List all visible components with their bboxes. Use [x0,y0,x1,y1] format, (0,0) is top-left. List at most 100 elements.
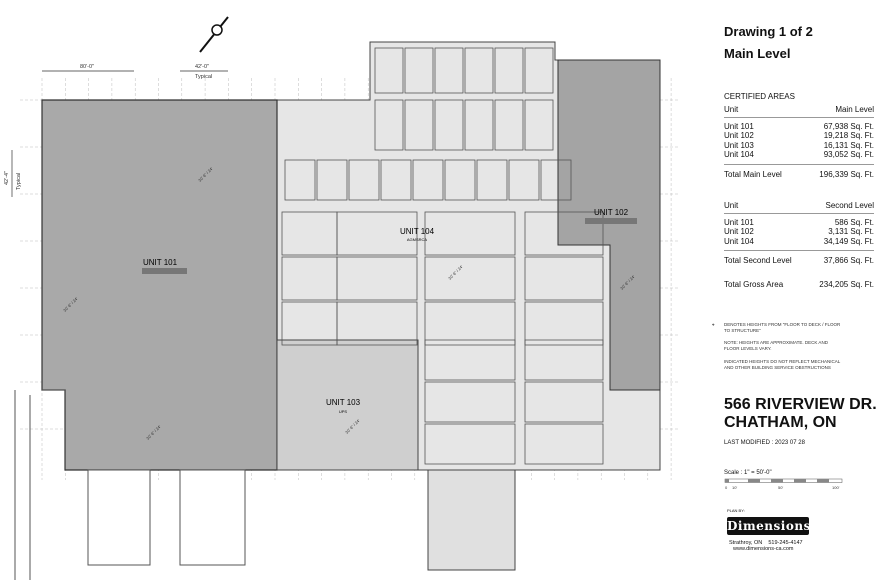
unit-area: 3,131 Sq. Ft. [828,227,874,236]
room [316,159,348,201]
address-line2: CHATHAM, ON [724,414,837,431]
table-row: Unit 104 93,052 Sq. Ft. [724,150,874,160]
room [336,211,418,256]
unit-area: 93,052 Sq. Ft. [823,150,874,159]
company-website: www.dimensions-ca.com [733,546,794,552]
room [464,99,494,151]
room [524,339,604,381]
table-row: Unit 101 67,938 Sq. Ft. [724,122,874,132]
room [336,256,418,301]
room [424,211,516,256]
total-value: 37,866 Sq. Ft. [823,256,874,265]
unit-name: Unit 101 [724,121,754,131]
scale-tick: 10' [732,485,737,490]
total-value: 196,339 Sq. Ft. [819,169,874,179]
room [374,99,404,151]
dim-bay2: 42'-0" [195,64,209,70]
gross-label: Total Gross Area [724,279,784,289]
total-row: Total Second Level 37,866 Sq. Ft. [724,250,874,266]
gross-row: Total Gross Area 234,205 Sq. Ft. [724,280,874,290]
north-arrow-icon [199,16,229,53]
unit-101-area [41,99,278,471]
company-contact: Strathroy, ON 519-245-4147 www.dimension… [729,540,849,552]
unit-101-label: UNIT 101 [143,258,178,267]
unit-area: 16,131 Sq. Ft. [823,140,874,150]
room [348,159,380,201]
company-city: Strathroy, ON [729,540,763,546]
col-unit: Unit [724,105,739,114]
note-heights: DENOTES HEIGHTS FROM "FLOOR TO DECK / FL… [724,322,841,333]
table-row: Unit 104 34,149 Sq. Ft. [724,237,874,247]
unit-103-label: UNIT 103 [326,398,361,407]
room [424,301,516,346]
unit-104-tenant: AGMSRCA [407,237,428,242]
room [404,47,434,94]
dim-typical-vert: Typical [16,173,22,190]
last-modified: LAST MODIFIED : 2023 07 28 [724,440,805,446]
unit-103-tenant: UPS [339,409,348,414]
total-label: Total Second Level [724,256,792,265]
room [524,211,604,256]
room [524,256,604,301]
room [524,47,554,94]
room [524,381,604,423]
unit-name: Unit 102 [724,227,754,236]
room [424,381,516,423]
drawing-level: Main Level [724,46,791,61]
unit-102-area [557,59,661,391]
room [434,47,464,94]
unit-area: 67,938 Sq. Ft. [823,121,874,131]
company-phone: 519-245-4147 [768,540,803,546]
unit-area: 586 Sq. Ft. [834,217,874,227]
unit-name: Unit 104 [724,236,754,246]
plan-by-label: PLAN BY: [727,508,745,513]
room [524,301,604,346]
room [476,159,508,201]
unit-name: Unit 101 [724,217,754,227]
room [284,159,316,201]
room [380,159,412,201]
dim-vert: 42'-4" [4,171,10,185]
room [424,423,516,465]
room [494,99,524,151]
address-line1: 566 RIVERVIEW DR. [724,396,877,413]
certified-areas-heading: CERTIFIED AREAS [724,92,795,101]
room [524,99,554,151]
unit-103-area [276,339,419,471]
left-yard [14,389,65,580]
loading-dock [179,469,246,566]
scale-tick: 100' [832,485,840,490]
unit-102-label: UNIT 102 [594,208,629,217]
note-approx: NOTE: HEIGHTS ARE APPROXIMATE. DECK AND … [724,340,828,351]
room [424,256,516,301]
room [540,159,572,201]
total-row: Total Main Level 196,339 Sq. Ft. [724,163,874,180]
room [412,159,444,201]
gross-value: 234,205 Sq. Ft. [819,279,874,289]
unit-area: 19,218 Sq. Ft. [823,131,874,140]
total-label: Total Main Level [724,169,782,179]
scale-bar: 0 10' 50' 100' [724,478,843,490]
floor-plan: UNIT 101 UNIT 102 UNIT 103 UPS UNIT 104 … [4,16,680,580]
dimensions-logo: Dimensions [727,517,811,535]
unit-area: 34,149 Sq. Ft. [823,236,874,246]
unit-104-label: UNIT 104 [400,227,435,236]
loading-dock [87,469,151,566]
col-second-level: Second Level [825,201,874,210]
room [424,339,516,381]
unit-name: Unit 104 [724,150,754,159]
scale-tick: 0 [725,485,728,490]
room [374,47,404,94]
dim-typical: Typical [195,74,212,80]
scale-tick: 50' [778,485,783,490]
table-row: Unit 102 3,131 Sq. Ft. [724,227,874,237]
bottom-annex [427,469,516,571]
table-row: Unit 101 586 Sq. Ft. [724,218,874,228]
office-rooms [281,47,604,465]
room [524,423,604,465]
room [434,99,464,151]
note-obstructions: INDICATED HEIGHTS DO NOT REFLECT MECHANI… [724,359,841,370]
